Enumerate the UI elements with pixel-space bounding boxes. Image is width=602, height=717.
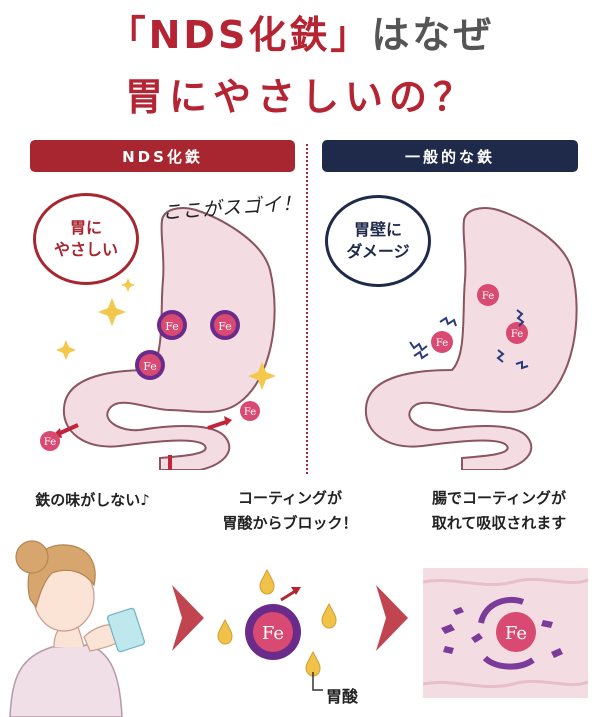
fe-label: Fe bbox=[505, 623, 527, 644]
caption-coating-blocks-acid: コーティングが 胃酸からブロック！ bbox=[190, 486, 390, 536]
coated-fe-particle: Fe bbox=[210, 310, 240, 340]
coated-fe-particle: Fe bbox=[157, 310, 187, 340]
title-quote-open: 「 bbox=[107, 13, 149, 57]
fe-label: Fe bbox=[262, 623, 284, 644]
svg-text:Fe: Fe bbox=[218, 320, 232, 333]
svg-text:Fe: Fe bbox=[511, 329, 523, 340]
svg-text:Fe: Fe bbox=[244, 407, 256, 418]
general-iron-label: 一般的な鉄 bbox=[322, 140, 578, 172]
title-brand: NDS化鉄 bbox=[148, 13, 331, 57]
gentle-on-stomach-bubble: 胃に やさしい bbox=[33, 193, 139, 285]
bubble-line: やさしい bbox=[53, 240, 118, 259]
acid-drop-icon bbox=[217, 568, 337, 677]
caption-line: 鉄の味がしない♪ bbox=[35, 491, 150, 509]
woman-drinking-illustration bbox=[9, 540, 146, 717]
caption-no-iron-taste: 鉄の味がしない♪ bbox=[0, 488, 185, 513]
damage-zigzag-icon bbox=[409, 309, 529, 370]
page-title: 「NDS化鉄」はなぜ bbox=[0, 4, 602, 59]
coated-fe-with-acid-illustration: Fe bbox=[217, 568, 337, 691]
coating-fragment-icon bbox=[441, 607, 563, 658]
caption-line: コーティングが bbox=[237, 489, 343, 507]
chevron-right-icon bbox=[172, 585, 204, 651]
svg-text:Fe: Fe bbox=[165, 320, 179, 333]
coated-fe-particle: Fe bbox=[135, 350, 165, 380]
bubble-line: 胃壁に bbox=[353, 220, 402, 239]
svg-text:Fe: Fe bbox=[44, 437, 56, 448]
title-quote-close: 」 bbox=[330, 13, 372, 57]
caption-line: 胃酸からブロック！ bbox=[222, 514, 358, 532]
fe-particle: Fe Fe Fe bbox=[431, 284, 528, 353]
arrow-icon bbox=[52, 416, 232, 470]
caption-line: 取れて吸収されます bbox=[431, 514, 567, 532]
left-stomach-illustration: Fe Fe Fe Fe Fe bbox=[40, 207, 276, 470]
page-subtitle: 胃にやさしいの？ bbox=[124, 75, 477, 119]
title-rest: はなぜ bbox=[371, 13, 495, 57]
stomach-acid-label: 胃酸 bbox=[326, 687, 359, 706]
right-stomach-illustration: Fe Fe Fe bbox=[364, 207, 578, 470]
sparkle-icon bbox=[56, 278, 276, 390]
svg-text:Fe: Fe bbox=[143, 360, 157, 373]
panel-divider bbox=[306, 144, 308, 474]
caption-absorbed-in-intestine: 腸でコーティングが 取れて吸収されます bbox=[396, 486, 602, 536]
chevron-right-icon bbox=[376, 585, 408, 651]
bubble-line: ダメージ bbox=[346, 242, 410, 261]
stomach-damage-bubble: 胃壁に ダメージ bbox=[325, 195, 431, 287]
intestine-absorption-illustration: Fe bbox=[423, 568, 588, 698]
absorbed-fe-particle: Fe Fe bbox=[40, 401, 260, 451]
svg-text:Fe: Fe bbox=[482, 291, 494, 302]
caption-line: 腸でコーティングが bbox=[431, 489, 567, 507]
svg-text:Fe: Fe bbox=[436, 338, 448, 349]
bubble-line: 胃に bbox=[69, 218, 102, 237]
nds-iron-label: NDS化鉄 bbox=[30, 140, 295, 172]
